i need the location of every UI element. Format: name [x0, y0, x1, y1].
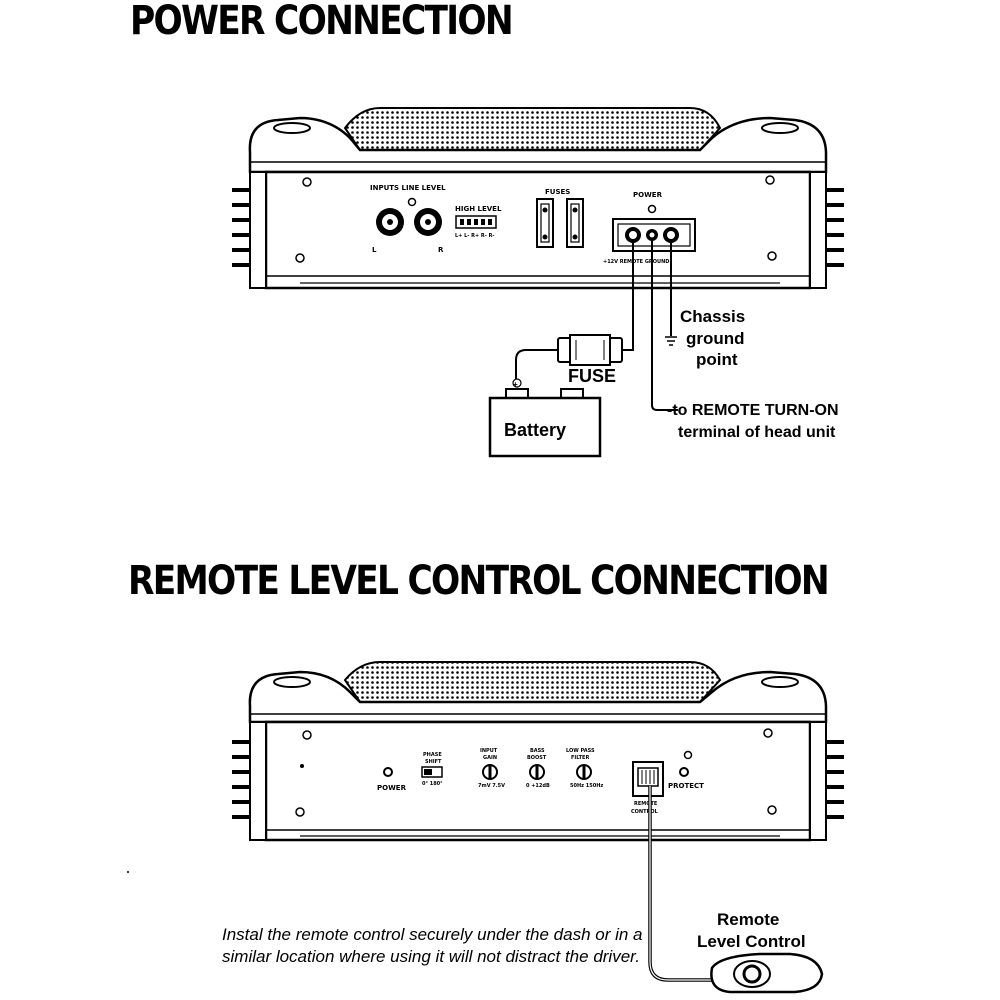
- heatsink-fins-left: [232, 188, 250, 267]
- remote-turn-on-label-line1: -to REMOTE TURN-ON: [667, 402, 839, 419]
- battery-label: Battery: [504, 420, 566, 440]
- screws-top: [295, 175, 777, 263]
- screws-bottom: [295, 728, 777, 817]
- remote-control-jack[interactable]: [632, 761, 664, 797]
- chassis-label-line1: Chassis: [680, 307, 745, 326]
- remote-jack-label-line2: CONTROL: [631, 809, 659, 815]
- phase-scale: 0° 180°: [422, 781, 443, 787]
- remote-level-control-heading: REMOTE LEVEL CONTROL CONNECTION: [128, 558, 830, 604]
- remote-level-control-device[interactable]: [710, 952, 824, 994]
- gain-label-line2: GAIN: [483, 755, 497, 761]
- inline-fuse: [557, 334, 623, 366]
- terminals-label: +12V REMOTE GROUND: [603, 259, 669, 265]
- power-led-label: POWER: [377, 784, 407, 792]
- lpf-scale: 50Hz 150Hz: [570, 783, 603, 789]
- remote-device-label-line2: Level Control: [697, 932, 806, 951]
- bass-label-line2: BOOST: [527, 755, 547, 761]
- heatsink-fins-right: [826, 188, 844, 267]
- fuses-label: FUSES: [545, 188, 570, 196]
- heatsink-fins-right-bottom: [826, 740, 844, 819]
- protect-led-label: PROTECT: [668, 782, 704, 790]
- bass-boost-knob[interactable]: [529, 764, 545, 780]
- power-led: [383, 767, 393, 777]
- fuse-holder-2: [566, 198, 584, 248]
- battery: [488, 388, 602, 458]
- gain-scale: 7mV 7.5V: [478, 783, 505, 789]
- chassis-label-line3: point: [696, 350, 738, 369]
- gain-label-line1: INPUT: [480, 748, 498, 754]
- fuse-label: FUSE: [568, 366, 616, 386]
- low-pass-filter-knob[interactable]: [576, 764, 592, 780]
- protect-led: [679, 767, 689, 777]
- ground-symbol-icon: [665, 336, 677, 346]
- battery-plus-sign: +: [513, 380, 518, 389]
- remote-level-knob-icon[interactable]: [742, 964, 762, 984]
- rca-jack-left: [376, 208, 404, 236]
- bass-scale: 0 +12dB: [526, 783, 550, 789]
- remote-turn-on-label-line2: terminal of head unit: [678, 424, 836, 441]
- power-connection-heading: POWER CONNECTION: [130, 0, 514, 44]
- battery-positive-icon: [512, 378, 522, 388]
- rca-jack-right: [414, 208, 442, 236]
- bass-label-line1: BASS: [530, 748, 545, 754]
- input-right-label: R: [438, 246, 444, 254]
- heatsink-fins-left-bottom: [232, 740, 250, 819]
- power-label: POWER: [633, 191, 663, 199]
- phase-label-line2: SHIFT: [425, 759, 442, 765]
- inputs-line-level-label: INPUTS LINE LEVEL: [370, 184, 446, 192]
- remote-device-label-line1: Remote: [717, 910, 779, 929]
- power-wires: [515, 241, 678, 411]
- high-level-pins-label: L+ L- R+ R- R-: [455, 233, 495, 239]
- lpf-label-line2: FILTER: [571, 755, 589, 761]
- amplifier-top: INPUTS LINE LEVEL L R HIGH LEVEL L+ L- R…: [232, 107, 844, 290]
- phase-label-line1: PHASE: [423, 752, 442, 758]
- amplifier-bottom: POWER PHASE SHIFT 0° 180° INPUT GAIN 7mV…: [232, 661, 844, 842]
- chassis-label-line2: ground: [686, 329, 745, 348]
- terminal-remote: [646, 229, 658, 241]
- install-note: Instal the remote control securely under…: [222, 925, 643, 966]
- input-gain-knob[interactable]: [482, 764, 498, 780]
- high-level-label: HIGH LEVEL: [455, 205, 502, 213]
- fuse-holder-1: [536, 198, 554, 248]
- terminal-12v: [625, 227, 641, 243]
- remote-jack-label-line1: REMOTE: [634, 801, 658, 807]
- terminal-ground: [663, 227, 679, 243]
- input-left-label: L: [372, 246, 377, 254]
- lpf-label-line1: LOW PASS: [566, 748, 595, 754]
